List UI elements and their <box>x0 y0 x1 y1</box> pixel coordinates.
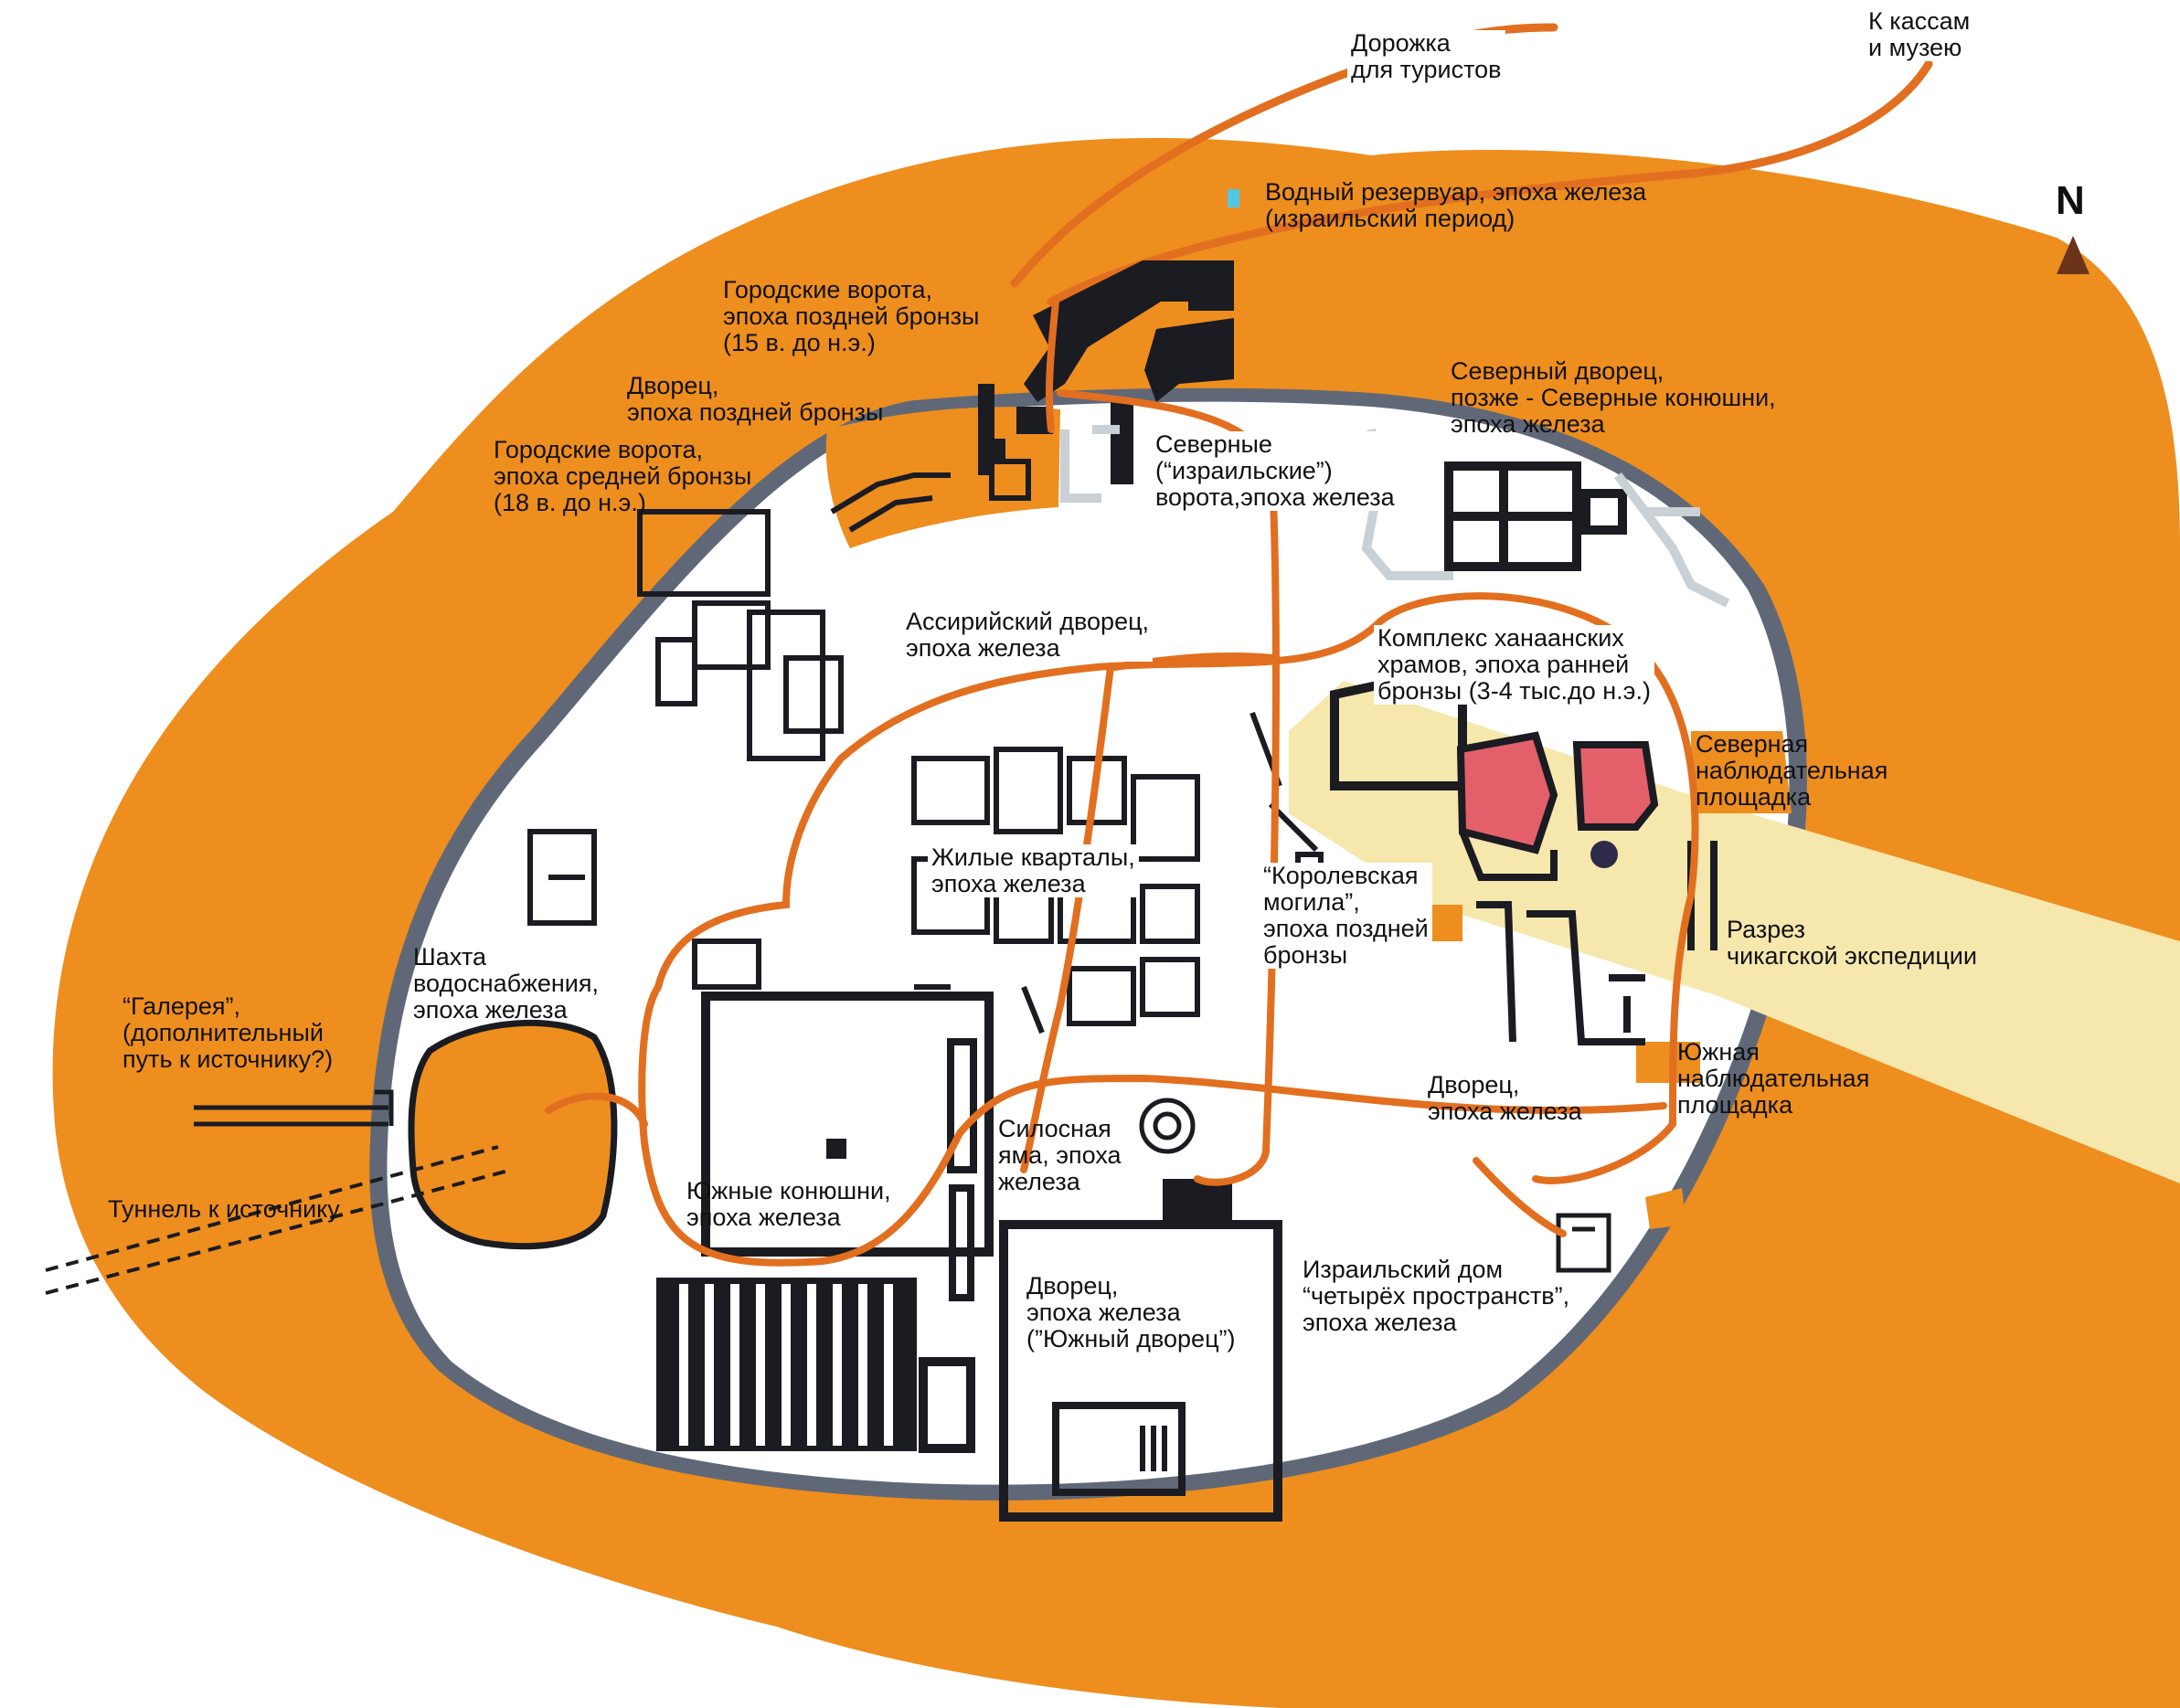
water-reservoir-marker <box>1228 189 1239 207</box>
label-israelite-house: Израильский дом “четырёх пространств”, э… <box>1303 1256 1570 1336</box>
label-south-stables: Южные конюшни, эпоха железа <box>686 1177 891 1231</box>
label-royal-tomb: “Королевская могила”, эпоха поздней брон… <box>1260 863 1432 969</box>
tunnel-lines <box>45 1145 513 1295</box>
label-palace-late-bronze: Дворец, эпоха поздней бронзы <box>627 372 884 426</box>
gallery-lines <box>194 1089 394 1127</box>
north-label: N <box>2056 178 2085 223</box>
label-gallery: “Галерея”, (дополнительный путь к источн… <box>122 992 334 1073</box>
north-palace-walls <box>1444 461 1627 571</box>
label-to-ticket-office: К кассам и музею <box>1865 8 1974 61</box>
internal-paths <box>545 298 1699 1267</box>
south-palace <box>999 1179 1282 1522</box>
label-city-gate-late-bronze: Городские ворота, эпоха поздней бронзы (… <box>723 276 980 356</box>
water-shaft-steps <box>491 1105 548 1162</box>
label-south-lookout: Южная наблюдательная площадка <box>1677 1038 1870 1119</box>
water-shaft-area <box>408 1019 618 1250</box>
label-water-shaft: Шахта водоснабжения, эпоха железа <box>413 943 600 1024</box>
israelite-house <box>1556 1213 1611 1273</box>
label-north-palace: Северный дворец, позже - Северные конюшн… <box>1451 357 1776 438</box>
label-water-reservoir: Водный резервуар, эпоха железа (израильс… <box>1265 178 1647 232</box>
label-assyrian-palace: Ассирийский дворец, эпоха железа <box>902 609 1154 662</box>
north-arrow-icon <box>2057 236 2090 274</box>
northern-gates-buildings <box>978 260 1234 484</box>
south-stables <box>656 992 994 1453</box>
label-north-lookout: Северная наблюдательная площадка <box>1696 730 1888 811</box>
orange-spots <box>1426 731 1792 1229</box>
north-gate-light-walls <box>1060 425 1120 503</box>
label-residential-quarters: Жилые кварталы, эпоха железа <box>928 844 1139 897</box>
label-tunnel: Туннель к источнику <box>108 1195 340 1223</box>
silo-pit <box>1139 1098 1196 1154</box>
label-palace-iron: Дворец, эпоха железа <box>1428 1071 1582 1125</box>
middle-bronze-gate <box>830 459 1031 533</box>
label-south-palace: Дворец, эпоха железа (”Южный дворец”) <box>1026 1272 1236 1353</box>
label-chicago-trench: Разрез чикагской экспедиции <box>1727 916 1977 970</box>
label-tourist-path: Дорожка для туристов <box>1347 30 1505 83</box>
label-silo-pit: Силосная яма, эпоха железа <box>998 1115 1122 1195</box>
label-north-israelite-gate: Северные (“израильские”) ворота,эпоха же… <box>1152 431 1398 511</box>
label-city-gate-middle-bronze: Городские ворота, эпоха средней бронзы (… <box>494 436 752 516</box>
label-canaanite-temples: Комплекс ханаанских храмов, эпоха ранней… <box>1374 625 1654 705</box>
